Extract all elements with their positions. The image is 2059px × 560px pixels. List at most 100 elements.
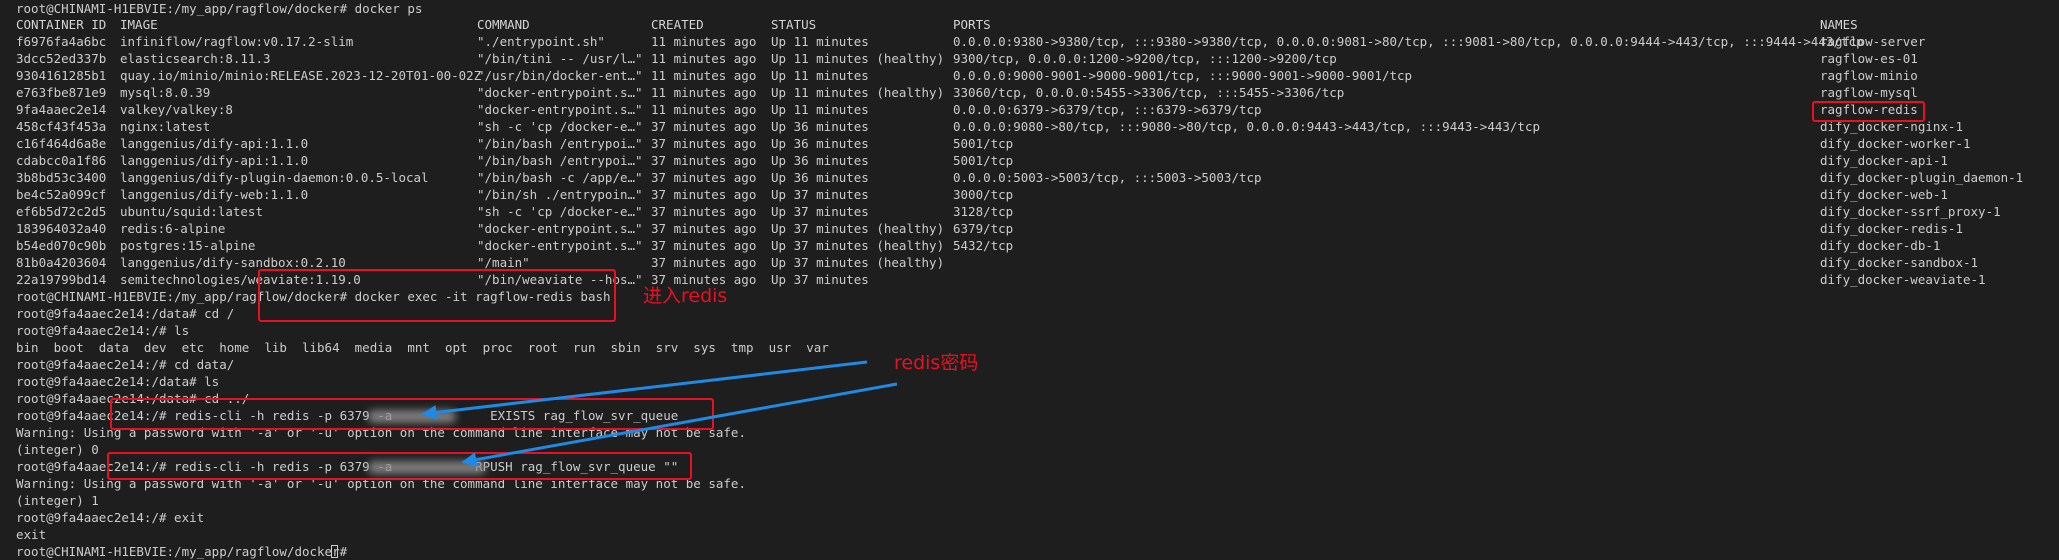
cell-status: Up 37 minutes (healthy): [771, 255, 945, 270]
col-header-names: NAMES: [1820, 17, 1858, 32]
session-line: root@9fa4aaec2e14:/data# cd /: [16, 306, 235, 321]
session-line: root@9fa4aaec2e14:/# ls: [16, 323, 190, 338]
cell-names: dify_docker-api-1: [1820, 153, 1948, 168]
cell-container-id: be4c52a099cf: [16, 187, 107, 202]
cell-container-id: f6976fa4a6bc: [16, 34, 107, 49]
cell-image: valkey/valkey:8: [120, 102, 233, 117]
cell-created: 37 minutes ago: [651, 119, 757, 134]
cell-ports: 0.0.0.0:6379->6379/tcp, :::6379->6379/tc…: [953, 102, 1262, 117]
cell-ports: 33060/tcp, 0.0.0.0:5455->3306/tcp, :::54…: [953, 85, 1345, 100]
cell-command: "docker-entrypoint.s…": [477, 238, 643, 253]
cell-created: 37 minutes ago: [651, 170, 757, 185]
cell-container-id: 3dcc52ed337b: [16, 51, 107, 66]
cell-ports: 3000/tcp: [953, 187, 1014, 202]
cell-names: dify_docker-sandbox-1: [1820, 255, 1979, 270]
cell-status: Up 11 minutes (healthy): [771, 85, 945, 100]
cell-status: Up 36 minutes: [771, 170, 869, 185]
cell-names: ragflow-mysql: [1820, 85, 1918, 100]
cell-created: 37 minutes ago: [651, 187, 757, 202]
cell-image: langgenius/dify-api:1.1.0: [120, 153, 309, 168]
cell-ports: 0.0.0.0:9080->80/tcp, :::9080->80/tcp, 0…: [953, 119, 1540, 134]
cell-command: "docker-entrypoint.s…": [477, 221, 643, 236]
cell-ports: 3128/tcp: [953, 204, 1014, 219]
cell-names: dify_docker-weaviate-1: [1820, 272, 1986, 287]
session-line: root@CHINAMI-H1EBVIE:/my_app/ragflow/doc…: [16, 289, 611, 304]
cell-container-id: b54ed070c90b: [16, 238, 107, 253]
cell-status: Up 11 minutes: [771, 102, 869, 117]
cell-container-id: c16f464d6a8e: [16, 136, 107, 151]
cell-ports: 5001/tcp: [953, 153, 1014, 168]
cell-names: ragflow-server: [1820, 34, 1926, 49]
cell-status: Up 37 minutes: [771, 204, 869, 219]
redacted-password-2: [368, 461, 486, 474]
exec-command-highlight: [258, 269, 616, 322]
session-line: root@9fa4aaec2e14:/# cd data/: [16, 357, 235, 372]
cell-names: dify_docker-web-1: [1820, 187, 1948, 202]
cell-command: "/bin/bash -c /app/e…": [477, 170, 643, 185]
session-line: root@9fa4aaec2e14:/# exit: [16, 510, 205, 525]
cell-image: quay.io/minio/minio:RELEASE.2023-12-20T0…: [120, 68, 482, 83]
cell-image: mysql:8.0.39: [120, 85, 211, 100]
cell-created: 37 minutes ago: [651, 221, 757, 236]
cell-created: 37 minutes ago: [651, 204, 757, 219]
cell-image: nginx:latest: [120, 119, 211, 134]
cell-names: dify_docker-nginx-1: [1820, 119, 1963, 134]
cell-container-id: 22a19799bd14: [16, 272, 107, 287]
arrow-to-password-2: [461, 382, 898, 467]
session-line: root@9fa4aaec2e14:/# redis-cli -h redis …: [16, 408, 679, 423]
cell-ports: 0.0.0.0:5003->5003/tcp, :::5003->5003/tc…: [953, 170, 1262, 185]
docker-ps-prompt: root@CHINAMI-H1EBVIE:/my_app/ragflow/doc…: [16, 1, 423, 16]
session-line: (integer) 1: [16, 493, 99, 508]
cell-names: dify_docker-ssrf_proxy-1: [1820, 204, 2001, 219]
cell-image: postgres:15-alpine: [120, 238, 256, 253]
cell-container-id: 3b8bd53c3400: [16, 170, 107, 185]
cell-command: "/bin/bash /entrypoi…": [477, 153, 643, 168]
cell-ports: 6379/tcp: [953, 221, 1014, 236]
arrow-to-password-1: [421, 360, 868, 420]
cell-container-id: 9304161285b1: [16, 68, 107, 83]
cell-ports: 0.0.0.0:9000-9001->9000-9001/tcp, :::900…: [953, 68, 1413, 83]
cell-created: 11 minutes ago: [651, 102, 757, 117]
col-header-status: STATUS: [771, 17, 817, 32]
cell-command: "/bin/bash /entrypoi…": [477, 136, 643, 151]
cell-image: infiniflow/ragflow:v0.17.2-slim: [120, 34, 354, 49]
cell-container-id: e763fbe871e9: [16, 85, 107, 100]
cell-command: "/bin/weaviate --hos…": [477, 272, 643, 287]
cell-status: Up 36 minutes: [771, 136, 869, 151]
cell-names: ragflow-minio: [1820, 68, 1918, 83]
cell-status: Up 11 minutes (healthy): [771, 51, 945, 66]
cell-image: elasticsearch:8.11.3: [120, 51, 271, 66]
cell-command: "/usr/bin/docker-ent…": [477, 68, 643, 83]
cell-created: 11 minutes ago: [651, 85, 757, 100]
col-header-image: IMAGE: [120, 17, 158, 32]
cell-command: "docker-entrypoint.s…": [477, 85, 643, 100]
cell-status: Up 37 minutes: [771, 272, 869, 287]
cell-image: langgenius/dify-sandbox:0.2.10: [120, 255, 346, 270]
cell-created: 37 minutes ago: [651, 238, 757, 253]
cell-image: langgenius/dify-api:1.1.0: [120, 136, 309, 151]
cell-status: Up 37 minutes (healthy): [771, 221, 945, 236]
redis-container-highlight: [1812, 101, 1925, 122]
cell-image: langgenius/dify-plugin-daemon:0.0.5-loca…: [120, 170, 429, 185]
col-header-created: CREATED: [651, 17, 704, 32]
cell-image: langgenius/dify-web:1.1.0: [120, 187, 309, 202]
cell-names: ragflow-es-01: [1820, 51, 1918, 66]
session-line: (integer) 0: [16, 442, 99, 457]
cell-names: dify_docker-plugin_daemon-1: [1820, 170, 2024, 185]
col-header-command: COMMAND: [477, 17, 530, 32]
col-header-container-id: CONTAINER ID: [16, 17, 107, 32]
terminal-cursor-icon: [331, 545, 338, 558]
cell-command: "/bin/tini -- /usr/l…": [477, 51, 643, 66]
redis-password-note: redis密码: [894, 352, 979, 374]
cell-status: Up 37 minutes: [771, 187, 869, 202]
session-line: root@9fa4aaec2e14:/data# ls: [16, 374, 220, 389]
cell-command: "/main": [477, 255, 530, 270]
cell-ports: 5432/tcp: [953, 238, 1014, 253]
rpush-command-highlight: [107, 452, 692, 480]
cell-names: dify_docker-redis-1: [1820, 221, 1963, 236]
session-line: exit: [16, 527, 47, 542]
cell-image: semitechnologies/weaviate:1.19.0: [120, 272, 361, 287]
cell-container-id: ef6b5d72c2d5: [16, 204, 107, 219]
